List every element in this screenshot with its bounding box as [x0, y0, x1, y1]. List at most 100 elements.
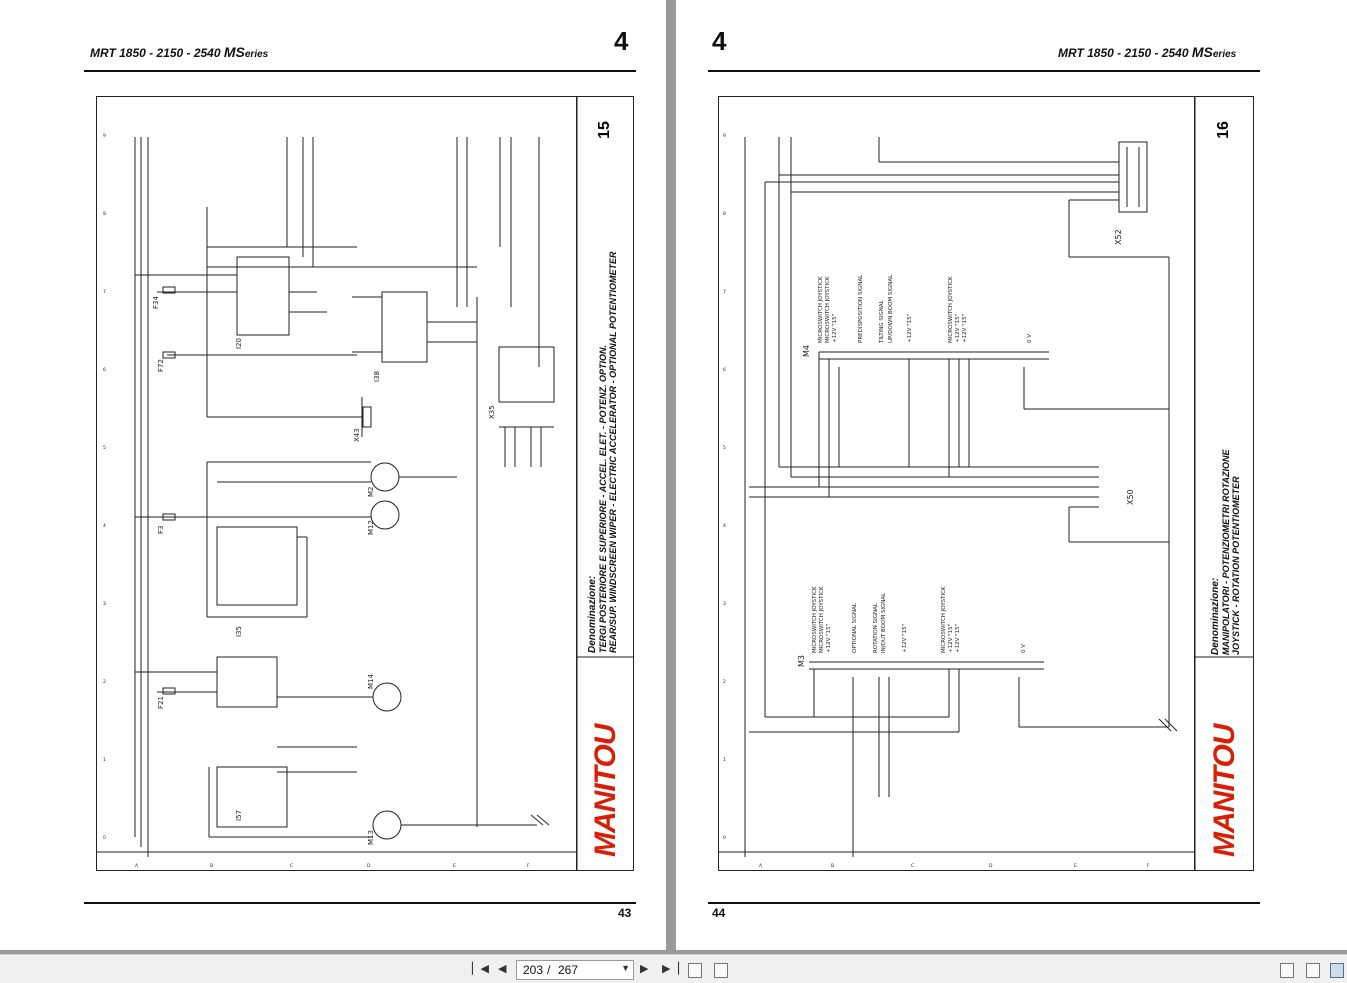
pin-label: MICROSWITCH JOYSTICK: [948, 276, 954, 343]
col-label: D: [989, 863, 993, 869]
current-page-value: 203: [523, 963, 544, 977]
col-label: A: [135, 863, 139, 869]
facing-pages-view-icon[interactable]: [1330, 963, 1344, 978]
component-label: M4: [802, 345, 811, 357]
pin-label: MICROSWITCH JOYSTICK: [941, 586, 947, 653]
header-model-text: MRT 1850 - 2150 - 2540: [90, 46, 224, 60]
col-label: C: [290, 863, 293, 869]
svg-text:0: 0: [723, 835, 726, 841]
pin-label: IN/OUT BOOM SIGNAL: [881, 592, 887, 653]
header-model-text: MRT 1850 - 2150 - 2540: [1058, 46, 1192, 60]
footer-rule: [708, 902, 1260, 904]
svg-text:3: 3: [103, 601, 106, 607]
pin-label: MICROSWITCH JOYSTICK: [825, 276, 831, 343]
component-label: F72: [157, 359, 165, 372]
svg-text:8: 8: [103, 211, 106, 217]
svg-text:3: 3: [723, 601, 726, 607]
title-line-it: MANIPOLATORI - POTENZIOMETRI ROTAZIONE: [1221, 449, 1231, 656]
two-page-continuous-icon[interactable]: [688, 963, 702, 978]
component-label: I35: [235, 626, 243, 637]
col-label: A: [759, 863, 763, 869]
sheet-title: Denominazione: MANIPOLATORI - POTENZIOME…: [1210, 450, 1241, 656]
svg-text:7: 7: [723, 289, 726, 295]
col-label: C: [911, 863, 914, 869]
component-label: F3: [157, 526, 165, 534]
pin-label: OPTIONAL SIGNAL: [852, 602, 858, 653]
svg-text:4: 4: [103, 523, 106, 529]
total-pages-value: 267: [558, 963, 579, 977]
chapter-number: 4: [614, 26, 629, 56]
col-label: E: [1074, 863, 1077, 869]
component-label: M2: [367, 487, 375, 498]
pin-label: UP/DOWN BOOM SIGNAL: [888, 274, 894, 343]
pin-label: +12V "15": [955, 624, 961, 653]
svg-text:9: 9: [723, 133, 726, 139]
component-label: X43: [353, 428, 361, 442]
header-ms-text: MS: [223, 44, 245, 60]
title-line-en: REAR/SUP. WINDSCREEN WIPER - ELECTRIC AC…: [608, 251, 618, 653]
continuous-view-icon[interactable]: [1306, 963, 1320, 978]
component-label: F34: [152, 296, 160, 309]
denomination-label: Denominazione:: [1210, 577, 1221, 655]
header-model-title: MRT 1850 - 2150 - 2540 MSeries: [90, 44, 268, 60]
sheet-number: 16: [1215, 121, 1232, 139]
manitou-logo: MANITOU: [589, 724, 622, 857]
component-label: X50: [1126, 489, 1135, 505]
col-label: E: [453, 863, 456, 869]
last-page-icon[interactable]: ▶▕: [662, 963, 679, 975]
component-label: I38: [373, 371, 381, 382]
svg-text:2: 2: [103, 679, 106, 685]
previous-page-icon[interactable]: ◀: [498, 963, 507, 975]
pin-label: TILTING SIGNAL: [879, 299, 885, 344]
component-label: M3: [797, 655, 806, 667]
title-block: 15 Denominazione: TERGI POSTERIORE E SUP…: [576, 97, 633, 870]
pin-label: +12V "15": [832, 314, 838, 343]
pin-label: +12V "15": [902, 624, 908, 653]
col-label: B: [210, 863, 213, 869]
wiring-schematic-16: 987 654 321 0 A B C D E F X52 M4 M3 X50 …: [719, 97, 1253, 870]
component-label: M14: [367, 674, 375, 689]
col-label: B: [831, 863, 834, 869]
component-label: I20: [235, 338, 243, 349]
col-label: F: [527, 863, 530, 869]
page-number-select[interactable]: 203 / 267 ▼: [516, 960, 634, 980]
page-number: 44: [712, 906, 726, 920]
first-page-icon[interactable]: ▏◀: [472, 963, 489, 975]
chapter-number: 4: [712, 26, 727, 56]
col-label: D: [367, 863, 371, 869]
header-model-title: MRT 1850 - 2150 - 2540 MSeries: [1058, 44, 1236, 60]
manitou-logo: MANITOU: [1208, 724, 1241, 857]
svg-text:8: 8: [723, 211, 726, 217]
pin-label: +12V "15": [962, 314, 968, 343]
pin-label: 0 V: [1021, 644, 1027, 653]
next-page-icon[interactable]: ▶: [640, 963, 649, 975]
header-ms-text: MS: [1191, 44, 1213, 60]
svg-text:1: 1: [723, 757, 726, 763]
pin-label: MICROSWITCH JOYSTICK: [818, 276, 824, 343]
two-page-single-icon[interactable]: [714, 963, 728, 978]
col-label: F: [1147, 863, 1150, 869]
svg-text:7: 7: [103, 289, 106, 295]
pin-label: PREDISPOSITION SIGNAL: [858, 274, 864, 343]
single-page-view-icon[interactable]: [1280, 963, 1294, 978]
pin-label: +12V "15": [955, 314, 961, 343]
header-series-text: eries: [1212, 49, 1237, 60]
component-label: X35: [488, 405, 496, 419]
pin-label: +12V "15": [907, 314, 913, 343]
viewer-toolbar: ▏◀ ◀ 203 / 267 ▼ ▶ ▶▕: [0, 954, 1347, 983]
pin-label: 0 V: [1027, 334, 1033, 343]
component-label: M12: [367, 520, 375, 535]
pin-label: +12V "15": [948, 624, 954, 653]
title-block: 16 Denominazione: MANIPOLATORI - POTENZI…: [1194, 97, 1253, 870]
title-line-it: TERGI POSTERIORE E SUPERIORE - ACCEL. EL…: [598, 344, 608, 653]
component-label: F21: [157, 696, 165, 709]
pin-label: MICROSWITCH JOYSTICK: [812, 586, 818, 653]
svg-text:9: 9: [103, 133, 106, 139]
title-line-en: JOYSTICK - ROTATION POTENTIOMETER: [1231, 476, 1241, 655]
svg-text:1: 1: [103, 757, 106, 763]
component-label: X52: [1114, 229, 1123, 245]
pin-label: +12V "15": [826, 624, 832, 653]
pin-label: ROTATION SIGNAL: [873, 602, 879, 653]
